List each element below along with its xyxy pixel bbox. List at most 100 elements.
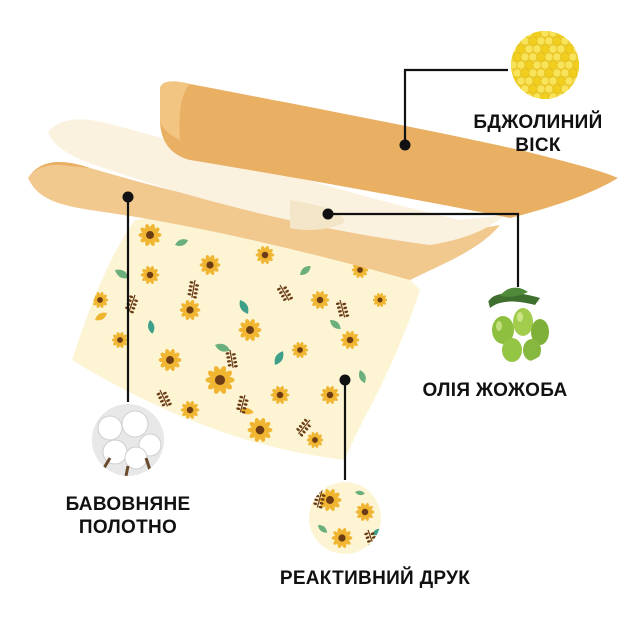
wax-pellet	[556, 44, 566, 54]
wax-pellet	[524, 60, 534, 70]
wax-pellet	[532, 31, 542, 38]
leaf-motif	[239, 300, 249, 314]
sprig-motif	[236, 394, 249, 414]
wax-pellet	[544, 52, 554, 62]
sunflower-motif	[111, 332, 129, 348]
sprig-motif	[225, 349, 238, 368]
wax-pellet	[560, 36, 570, 46]
sunflower-motif	[140, 266, 160, 284]
wax-sheet-bottom	[28, 162, 500, 280]
wax-pellet	[576, 68, 579, 78]
leaf-motif	[115, 269, 129, 279]
wax-pellet	[568, 84, 578, 94]
cotton-fabric-layer	[72, 213, 420, 460]
label-jojoba-line1: ОЛІЯ ЖОЖОБА	[422, 380, 568, 401]
sunflower-motif	[179, 300, 201, 320]
label-cotton-line1: БАВОВНЯНЕ	[65, 494, 191, 515]
wax-pellet	[512, 84, 522, 94]
sunflower-motif	[340, 331, 360, 349]
wax-pellet	[524, 92, 534, 99]
wax-pellet	[511, 76, 518, 86]
wax-pellet	[556, 76, 566, 86]
wax-pellet	[512, 36, 522, 46]
leaf-motif	[358, 370, 366, 384]
label-jojoba: ОЛІЯ ЖОЖОБА	[405, 380, 585, 403]
wax-sheet-top-highlight	[160, 81, 190, 140]
sprig-motif	[296, 418, 311, 437]
wax-pellet	[552, 36, 562, 46]
wax-pellet	[536, 52, 546, 62]
wax-pellet	[524, 44, 534, 54]
wax-pellet	[516, 92, 526, 99]
wax-pellet	[512, 52, 522, 62]
pointer-print	[339, 374, 351, 480]
sprig-motif	[335, 299, 350, 318]
cotton-bolls-icon	[92, 404, 164, 476]
wax-pellet	[556, 92, 566, 99]
pointer-jojoba	[322, 208, 520, 288]
wax-pellet	[560, 84, 570, 94]
wax-pellet	[524, 76, 534, 86]
label-beeswax-line2: ВІСК	[515, 134, 561, 156]
label-beeswax: БДЖОЛИНИЙ ВІСК	[458, 112, 618, 158]
wax-pellet	[548, 92, 558, 99]
leaf-motif	[318, 524, 328, 533]
wax-pellet	[528, 36, 538, 46]
sunflower-motif	[247, 418, 273, 442]
sunflower-motif	[355, 503, 375, 521]
wax-pellet	[511, 60, 518, 70]
wax-pellet	[560, 68, 570, 78]
fabric-print-pattern	[91, 224, 388, 448]
sunflower-motif	[180, 401, 200, 419]
wax-pellet	[572, 92, 579, 99]
wax-pellet	[532, 92, 542, 99]
wax-pellet	[556, 31, 566, 38]
jojoba-berries-icon	[480, 287, 556, 363]
wax-pellet	[552, 52, 562, 62]
sunflower-motif	[205, 366, 235, 394]
wax-pellet	[516, 60, 526, 70]
wax-pellet	[560, 52, 570, 62]
wax-pellet	[552, 68, 562, 78]
wax-pellet	[540, 92, 550, 99]
leaf-motif	[355, 490, 365, 496]
wax-pellet	[532, 60, 542, 70]
sunflower-motif	[306, 432, 324, 448]
sprig-motif	[187, 279, 200, 299]
leaf-motif	[330, 319, 341, 329]
leaf-motif	[274, 351, 284, 365]
wax-pellet	[540, 60, 550, 70]
label-print: РЕАКТИВНИЙ ДРУК	[260, 568, 490, 591]
wax-pellet	[548, 31, 558, 38]
leaf-motif	[300, 266, 311, 276]
wax-pellet	[516, 31, 526, 38]
wax-pellet	[548, 76, 558, 86]
wax-pellet	[520, 52, 530, 62]
wax-pellet	[540, 44, 550, 54]
wax-pellet	[516, 76, 526, 86]
sunflower-motif	[320, 386, 340, 404]
wax-pellet	[516, 44, 526, 54]
wax-pellet	[564, 44, 574, 54]
wax-pellet	[524, 31, 534, 38]
wax-pellet	[536, 68, 546, 78]
pointer-cotton	[122, 191, 134, 402]
wax-pellet	[572, 76, 579, 86]
sunflower-motif	[255, 246, 275, 264]
sunflower-motif	[199, 255, 221, 275]
sprig-motif	[277, 284, 293, 301]
wax-pellet	[528, 84, 538, 94]
label-cotton: БАВОВНЯНЕ ПОЛОТНО	[48, 494, 208, 540]
label-cotton-line2: ПОЛОТНО	[78, 516, 178, 538]
leaf-motif	[148, 320, 155, 334]
wax-pellet	[544, 36, 554, 46]
sunflower-motif	[372, 293, 388, 307]
leaf-motif	[95, 312, 108, 321]
wax-pellet	[568, 36, 578, 46]
wax-pellet	[564, 31, 574, 38]
wax-pellet	[568, 68, 578, 78]
wax-pellet	[576, 84, 579, 94]
wax-pellet	[511, 92, 518, 99]
wax-pellet	[572, 44, 579, 54]
